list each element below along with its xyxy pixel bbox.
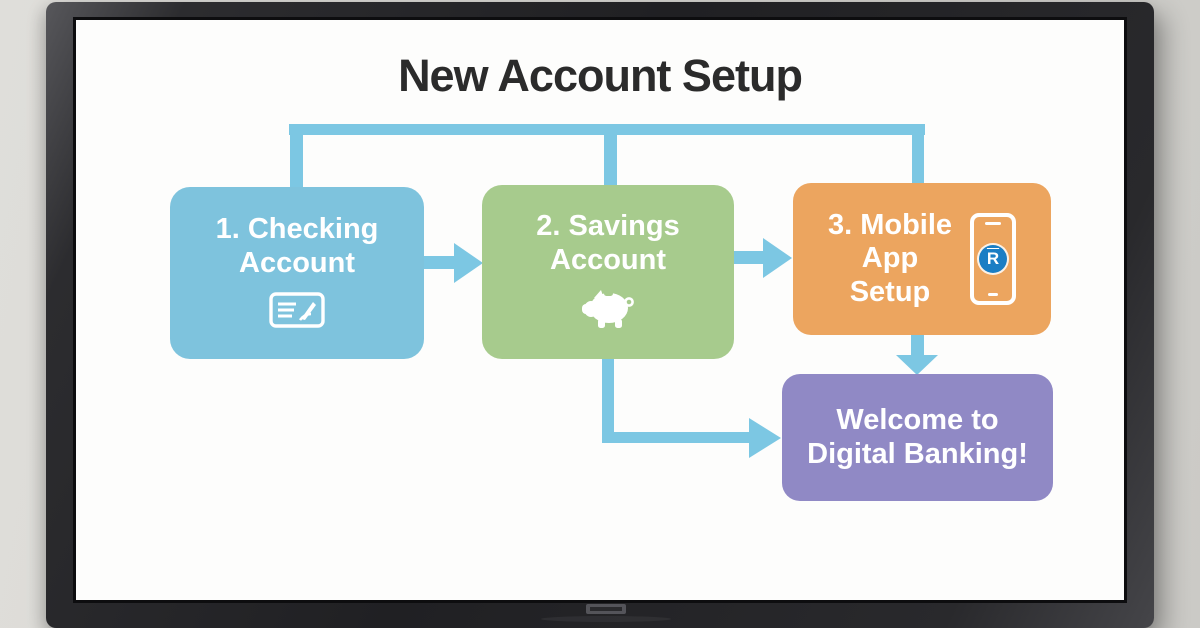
smartphone-icon: R: [970, 213, 1017, 305]
flow-box-savings-account: 2. Savings Account: [482, 185, 734, 359]
elbow-savings-welcome-horizontal: [602, 432, 750, 443]
savings-label-line1: 2. Savings: [536, 209, 680, 242]
welcome-label-line1: Welcome to: [836, 403, 999, 436]
elbow-savings-welcome-vertical: [602, 359, 614, 443]
arrow-checking-savings-shaft: [424, 256, 455, 269]
savings-label-line2: Account: [550, 243, 666, 276]
connector-drop-checking: [290, 126, 303, 188]
mobile-label-line2: App: [861, 242, 919, 275]
flow-box-welcome-digital-banking: Welcome to Digital Banking!: [782, 374, 1053, 501]
phone-speaker-bar: [985, 222, 1002, 225]
arrow-savings-mobile-shaft: [734, 251, 764, 264]
mobile-label-line3: Setup: [849, 275, 931, 308]
tv-brand-logo: [586, 604, 626, 614]
arrow-down-icon: [896, 355, 938, 375]
welcome-label: Welcome to Digital Banking!: [807, 404, 1028, 471]
tv-screen: New Account Setup 1. Checking: [76, 20, 1124, 600]
arrow-right-icon: [763, 238, 792, 278]
arrow-right-icon: [749, 418, 781, 458]
tv-bezel: New Account Setup 1. Checking: [46, 2, 1154, 628]
piggy-bank-icon: [581, 285, 635, 334]
checking-label-line2: Account: [239, 246, 355, 279]
connector-drop-savings: [604, 126, 617, 186]
arrow-mobile-welcome-shaft: [911, 335, 924, 356]
checking-label-line1: 1. Checking: [215, 212, 379, 245]
flow-box-mobile-app-setup: 3. Mobile App Setup R: [793, 183, 1051, 335]
arrow-right-icon: [454, 243, 483, 283]
mobile-app-setup-label: 3. Mobile App Setup: [828, 209, 952, 310]
page-title: New Account Setup: [398, 50, 803, 101]
bank-app-logo: R: [979, 245, 1008, 273]
phone-home-button: [988, 293, 999, 296]
savings-account-label: 2. Savings Account: [536, 210, 679, 277]
checking-account-label: 1. Checking Account: [216, 213, 379, 280]
welcome-label-line2: Digital Banking!: [807, 437, 1028, 470]
connector-drop-mobile: [912, 126, 924, 184]
flow-box-checking-account: 1. Checking Account: [170, 187, 424, 359]
tv-stand-shadow: [541, 616, 671, 622]
mobile-label-line1: 3. Mobile: [827, 208, 953, 241]
cheque-icon: [269, 292, 325, 333]
